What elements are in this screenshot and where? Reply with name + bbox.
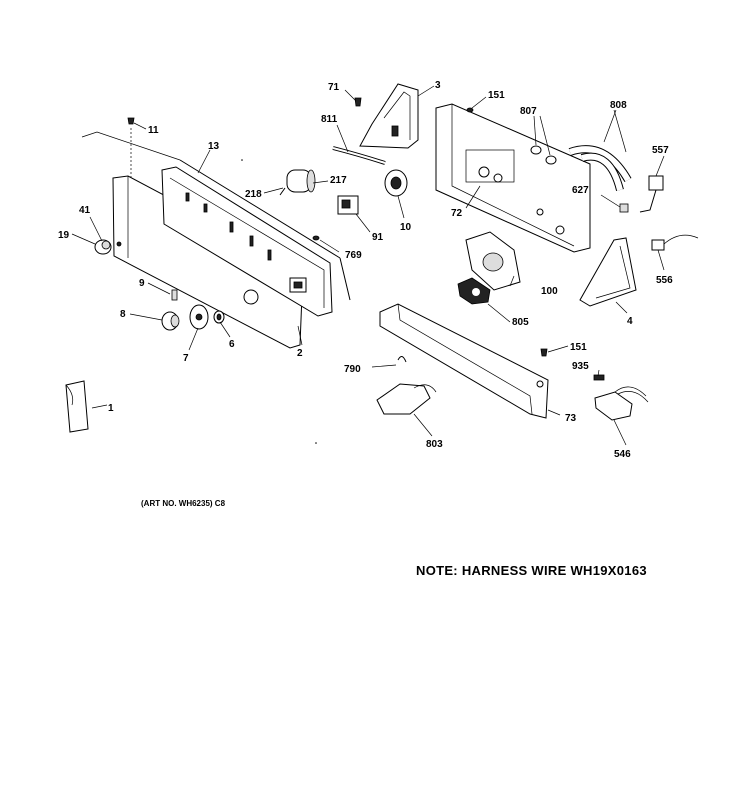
part-label-556: 556	[656, 275, 673, 286]
part-label-91: 91	[372, 232, 384, 243]
part-label-2: 2	[297, 348, 303, 359]
wire-935	[593, 374, 605, 381]
harness-note: NOTE: HARNESS WIRE WH19X0163	[416, 563, 647, 578]
bracket-3	[359, 83, 419, 149]
part-labels: 11 13 41 19 9 8 7 6 1 218 217 769 91 10 …	[58, 80, 673, 460]
part-label-19: 19	[58, 230, 70, 241]
leader-lines	[71, 85, 665, 446]
pump-100	[465, 231, 521, 291]
part-label-72: 72	[451, 208, 463, 219]
part-label-151-top: 151	[488, 90, 505, 101]
part-label-6: 6	[229, 339, 235, 350]
clip-627	[619, 203, 629, 213]
capacitor-217	[279, 169, 316, 196]
timer-546	[594, 386, 649, 421]
part-label-13: 13	[208, 141, 220, 152]
lamp-803	[376, 383, 437, 415]
part-label-10: 10	[400, 222, 412, 233]
part-label-805: 805	[512, 317, 529, 328]
part-label-557: 557	[652, 145, 669, 156]
part-label-3: 3	[435, 80, 441, 91]
part-label-790: 790	[344, 364, 361, 375]
connector-556	[651, 234, 699, 251]
part-label-9: 9	[139, 278, 145, 289]
screw-151-top	[466, 107, 474, 113]
part-label-1: 1	[108, 403, 114, 414]
hoses-808	[568, 145, 632, 192]
knob-8	[161, 311, 180, 331]
dial-7	[189, 304, 209, 330]
control-frame	[161, 159, 351, 317]
part-label-151-lower: 151	[570, 342, 587, 353]
part-label-811: 811	[321, 114, 338, 125]
manual-1	[65, 380, 89, 433]
part-label-4: 4	[627, 316, 633, 327]
screw-71	[354, 97, 362, 107]
sensor-557	[639, 175, 664, 213]
screw-11	[127, 117, 135, 125]
part-label-803: 803	[426, 439, 443, 450]
part-label-546: 546	[614, 449, 631, 460]
part-label-808: 808	[610, 100, 627, 111]
part-label-807: 807	[520, 106, 537, 117]
part-label-769: 769	[345, 250, 362, 261]
backsplash-panel	[81, 128, 304, 349]
shield-73	[379, 303, 549, 419]
washers-807	[530, 145, 557, 165]
part-label-8: 8	[120, 309, 126, 320]
part-label-627: 627	[572, 185, 589, 196]
hose-811	[332, 146, 386, 165]
ring-6	[213, 310, 225, 324]
bracket-4	[579, 237, 637, 307]
pressure-switch-10	[384, 169, 408, 197]
part-label-41: 41	[79, 205, 91, 216]
screw-151-lower	[540, 348, 548, 357]
clip-9	[171, 289, 178, 301]
part-label-217: 217	[330, 175, 347, 186]
rear-panel-72	[435, 103, 591, 253]
art-number: (ART NO. WH6235) C8	[141, 499, 226, 508]
part-label-7: 7	[183, 353, 189, 364]
part-label-218: 218	[245, 189, 262, 200]
part-label-935: 935	[572, 361, 589, 372]
clip-790	[397, 356, 407, 363]
part-label-100: 100	[541, 286, 558, 297]
knob-19	[94, 239, 122, 255]
valve-805	[457, 277, 491, 305]
part-label-73: 73	[565, 413, 577, 424]
screw-769	[312, 235, 320, 241]
part-label-11: 11	[148, 125, 159, 136]
part-label-71: 71	[328, 82, 340, 93]
switch-91	[337, 195, 359, 215]
